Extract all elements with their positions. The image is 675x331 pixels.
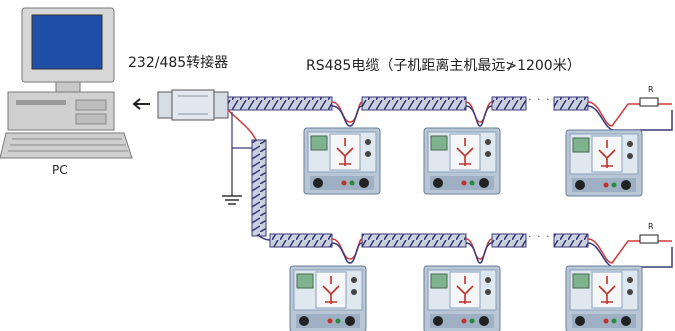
cable-label: RS485电缆（子机距离主机最远≯1200米） bbox=[306, 58, 581, 74]
device-top-3 bbox=[565, 129, 643, 197]
terminal-resistor-icon bbox=[639, 234, 659, 244]
ellipsis-bottom: · · · bbox=[528, 230, 551, 243]
resistor-label-top: R bbox=[648, 85, 654, 94]
pc-label: PC bbox=[52, 163, 68, 177]
device-bottom-1 bbox=[289, 265, 367, 331]
device-top-1 bbox=[303, 127, 381, 195]
device-bottom-3 bbox=[565, 265, 643, 331]
converter-label: 232/485转接器 bbox=[128, 55, 229, 71]
cable-vertical bbox=[222, 109, 267, 237]
resistor-label-bottom: R bbox=[648, 222, 654, 231]
ground-icon bbox=[222, 195, 242, 205]
pc-computer bbox=[0, 7, 133, 159]
ellipsis-top: · · · bbox=[528, 93, 551, 106]
cable-bus-top bbox=[227, 96, 673, 131]
arrow-icon bbox=[132, 98, 150, 110]
rs232-485-converter bbox=[157, 89, 229, 121]
terminal-resistor-icon bbox=[639, 97, 659, 107]
device-bottom-2 bbox=[423, 265, 501, 331]
cable-bus-bottom bbox=[258, 233, 673, 268]
device-top-2 bbox=[423, 127, 501, 195]
